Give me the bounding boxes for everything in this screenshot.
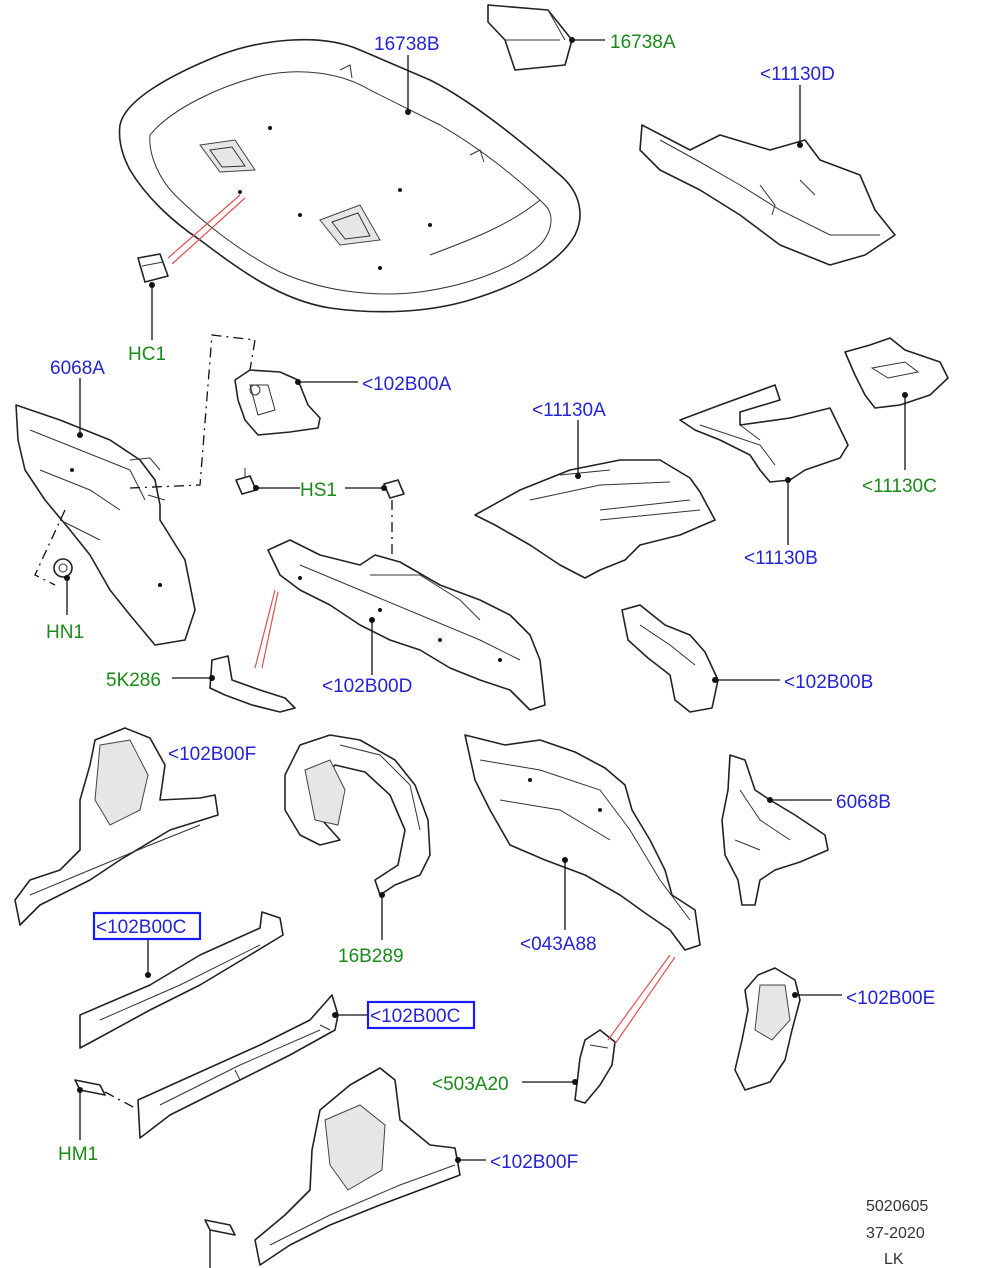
label-11130D: <11130D [760,64,835,85]
label-HS1: HS1 [300,480,337,501]
label-6068A: 6068A [50,358,105,379]
part-HN1-nut[interactable] [53,558,73,578]
footer-initials: LK [884,1251,904,1268]
part-102B00B-shield[interactable] [621,604,719,713]
label-16B289: 16B289 [338,946,404,967]
label-16738B: 16738B [374,34,440,55]
part-102B00C-upper-strip[interactable] [79,911,284,1049]
label-HC1: HC1 [128,344,166,365]
part-11130C-heat-shield[interactable] [844,337,949,409]
highlight-box-102B00C-lower [366,1000,476,1030]
label-503A20: <503A20 [432,1074,509,1095]
label-102B00A: <102B00A [362,374,452,395]
label-102B00B: <102B00B [784,672,873,693]
label-043A88: <043A88 [520,934,597,955]
label-102B00C-upper[interactable]: <102B00C [96,917,186,938]
part-11130A-heat-shield[interactable] [474,459,716,579]
label-11130A: <11130A [532,400,606,421]
label-102B00F-lower: <102B00F [490,1152,578,1173]
part-102B00C-lower-strip[interactable] [137,994,339,1139]
label-102B00F-upper: <102B00F [168,744,256,765]
part-HS1-screw-left[interactable] [235,468,257,495]
part-043A88-side-trim[interactable] [464,734,701,951]
highlight-box-102B00C-upper [92,911,202,941]
footer-reference-number: 5020605 [866,1198,928,1215]
part-16738A-seal-block[interactable] [487,4,573,71]
label-102B00E: <102B00E [846,988,935,1009]
label-HM1: HM1 [58,1144,98,1165]
part-HS1-screw-right[interactable] [383,479,405,499]
part-102B00F-upper-panel[interactable] [14,727,219,926]
label-6068B: 6068B [836,792,891,813]
part-503A20-latch[interactable] [574,1029,616,1104]
footer-date-code: 37-2020 [866,1225,925,1242]
label-102B00C-lower[interactable]: <102B00C [370,1006,460,1027]
part-16B289-wheelhouse-liner[interactable] [284,734,431,896]
label-102B00D: <102B00D [322,676,412,697]
label-11130B: <11130B [744,548,818,569]
part-5K286-bracket[interactable] [209,655,296,713]
part-11130B-heat-shield[interactable] [679,384,849,483]
label-HN1: HN1 [46,622,84,643]
part-102B00E-bracket[interactable] [734,967,801,1091]
part-102B00F-lower-panel[interactable] [254,1067,461,1266]
part-6068A-panel[interactable] [15,404,196,646]
part-102B00D-panel[interactable] [267,539,546,711]
part-HC1-clip[interactable] [137,253,169,283]
label-16738A: 16738A [610,32,676,53]
part-11130D-insulator[interactable] [639,124,896,266]
part-HM1-fastener-lower[interactable] [204,1219,236,1236]
part-16738B-hood-insulator[interactable] [118,38,581,313]
part-102B00A-bracket[interactable] [234,369,321,436]
part-HM1-fastener-upper[interactable] [74,1079,106,1096]
label-11130C: <11130C [862,476,937,497]
part-6068B-bracket[interactable] [721,754,829,906]
label-5K286: 5K286 [106,670,161,691]
